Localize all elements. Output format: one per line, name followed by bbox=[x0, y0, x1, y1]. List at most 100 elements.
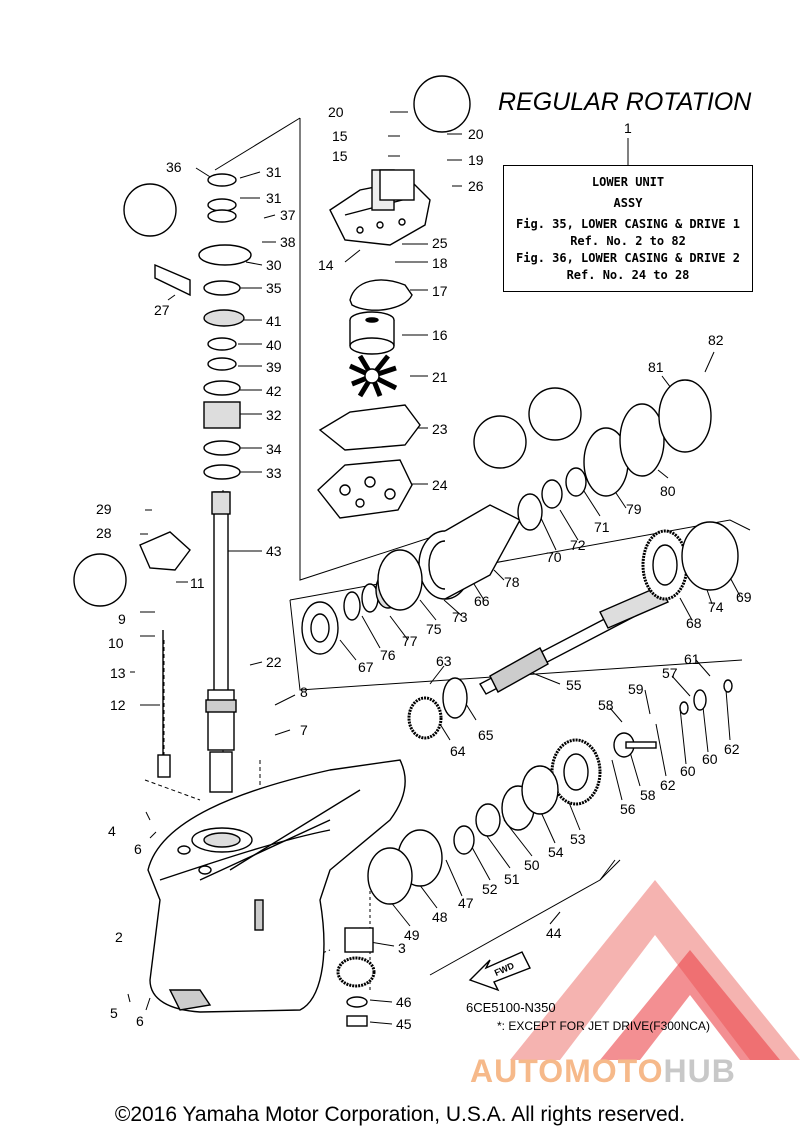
callout: 79 bbox=[626, 501, 642, 517]
callout: 1 bbox=[624, 120, 632, 136]
callout: 29 bbox=[96, 501, 112, 517]
lower-casing bbox=[147, 759, 406, 1013]
callout: 54 bbox=[548, 844, 564, 860]
gasket-17 bbox=[349, 279, 413, 311]
callout: 81 bbox=[648, 359, 664, 375]
callout-labels: 20 15 15 20 19 26 36 31 31 37 38 30 25 1… bbox=[96, 104, 752, 1032]
callout: 45 bbox=[396, 1016, 412, 1032]
callout: 60 bbox=[702, 751, 718, 767]
callout: 38 bbox=[280, 234, 296, 250]
callout: 11 bbox=[190, 575, 205, 591]
callout: 57 bbox=[662, 665, 678, 681]
insert-cartridge bbox=[349, 311, 395, 355]
callout: 78 bbox=[504, 574, 520, 590]
water-pump-housing bbox=[329, 169, 431, 246]
callout: 66 bbox=[474, 593, 490, 609]
callout: 9 bbox=[118, 611, 126, 627]
callout: 22 bbox=[266, 654, 282, 670]
callout: 36 bbox=[166, 159, 182, 175]
callout: 65 bbox=[478, 727, 494, 743]
callout: 6 bbox=[134, 841, 142, 857]
callout: 30 bbox=[266, 257, 282, 273]
callout: 46 bbox=[396, 994, 412, 1010]
callout: 2 bbox=[115, 929, 123, 945]
box-line-5: Fig. 36, LOWER CASING & DRIVE 2 bbox=[516, 251, 740, 265]
callout: 77 bbox=[402, 633, 418, 649]
callout: 39 bbox=[266, 359, 282, 375]
callout: 76 bbox=[380, 647, 396, 663]
callout: 12 bbox=[110, 697, 126, 713]
callout: 16 bbox=[432, 327, 448, 343]
callout: 64 bbox=[450, 743, 466, 759]
callout: 59 bbox=[628, 681, 644, 697]
callout: 68 bbox=[686, 615, 702, 631]
callout: 21 bbox=[432, 369, 448, 385]
drawing-code: 6CE5100-N350 bbox=[466, 1000, 556, 1015]
callout: 48 bbox=[432, 909, 448, 925]
callout: 44 bbox=[546, 925, 562, 941]
callout: 52 bbox=[482, 881, 498, 897]
callout: 70 bbox=[546, 549, 562, 565]
watermark-part1: AUTOMOTO bbox=[470, 1053, 664, 1089]
callout: 61 bbox=[684, 651, 700, 667]
callout: 31 bbox=[266, 190, 282, 206]
callout: 34 bbox=[266, 441, 282, 457]
callout: 49 bbox=[404, 927, 420, 943]
callout: 23 bbox=[432, 421, 448, 437]
callout: 32 bbox=[266, 407, 282, 423]
box-line-4: Ref. No. 2 to 82 bbox=[570, 234, 686, 248]
callout: 62 bbox=[660, 777, 676, 793]
callout: 7 bbox=[300, 722, 308, 738]
outer-plate bbox=[318, 404, 421, 451]
diagram-title: REGULAR ROTATION bbox=[498, 88, 752, 116]
callout: 28 bbox=[96, 525, 112, 541]
bearing-stack bbox=[198, 173, 252, 480]
callout: 10 bbox=[108, 635, 124, 651]
callout: 69 bbox=[736, 589, 752, 605]
callout: 74 bbox=[708, 599, 724, 615]
callout: 6 bbox=[136, 1013, 144, 1029]
callout: 47 bbox=[458, 895, 474, 911]
bearing-housing bbox=[418, 504, 521, 600]
callout: 15 bbox=[332, 128, 348, 144]
callout: 8 bbox=[300, 684, 308, 700]
watermark-logo bbox=[510, 880, 800, 1060]
callout: 82 bbox=[708, 332, 724, 348]
callout: 33 bbox=[266, 465, 282, 481]
callout: 55 bbox=[566, 677, 582, 693]
box-line-3: Fig. 35, LOWER CASING & DRIVE 1 bbox=[516, 217, 740, 231]
rings bbox=[301, 379, 739, 1027]
callout: 75 bbox=[426, 621, 442, 637]
watermark-text: AUTOMOTOHUB bbox=[470, 1053, 736, 1090]
callout: 20 bbox=[328, 104, 344, 120]
callout: 43 bbox=[266, 543, 282, 559]
callout: 62 bbox=[724, 741, 740, 757]
copyright-notice: ©2016 Yamaha Motor Corporation, U.S.A. A… bbox=[114, 1103, 686, 1126]
callout: 5 bbox=[110, 1005, 118, 1021]
callout: 50 bbox=[524, 857, 540, 873]
callout: 53 bbox=[570, 831, 586, 847]
impeller bbox=[348, 354, 398, 398]
callout: 18 bbox=[432, 255, 448, 271]
callout: 67 bbox=[358, 659, 374, 675]
box-line-1: LOWER UNIT bbox=[591, 175, 665, 189]
box-line-2: ASSY bbox=[613, 196, 643, 210]
callout: 14 bbox=[318, 257, 334, 273]
plate-gasket bbox=[317, 459, 413, 519]
box-line-6: Ref. No. 24 to 28 bbox=[566, 268, 690, 282]
callout: 35 bbox=[266, 280, 282, 296]
watermark-part2: HUB bbox=[663, 1053, 736, 1089]
footnote: *: EXCEPT FOR JET DRIVE(F300NCA) bbox=[497, 1019, 710, 1033]
callout: 73 bbox=[452, 609, 468, 625]
callout: 13 bbox=[110, 665, 126, 681]
callout: 58 bbox=[640, 787, 656, 803]
callout: 4 bbox=[108, 823, 116, 839]
callout: 80 bbox=[660, 483, 676, 499]
callout: 51 bbox=[504, 871, 520, 887]
callout: 63 bbox=[436, 653, 452, 669]
propeller-shaft bbox=[479, 585, 669, 695]
callout: 25 bbox=[432, 235, 448, 251]
callout: 37 bbox=[280, 207, 296, 223]
callout: 72 bbox=[570, 537, 586, 553]
